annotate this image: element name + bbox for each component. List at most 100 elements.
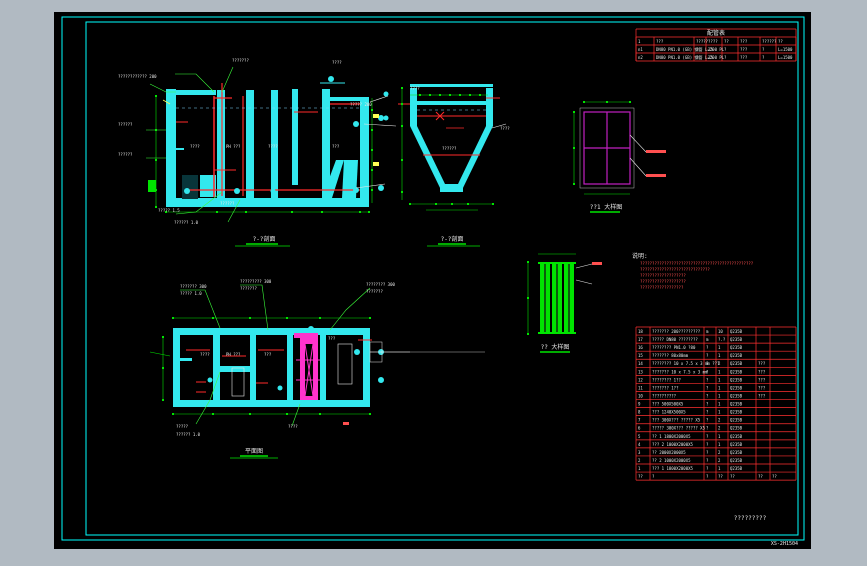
plan-label: PH ??? <box>226 352 241 357</box>
leader <box>175 191 223 215</box>
top-flange <box>176 90 216 95</box>
valve-4 <box>353 121 359 127</box>
leader <box>291 403 301 427</box>
bom-cell: ?? <box>730 474 735 479</box>
bom-cell: 1 <box>718 466 721 471</box>
bom-cell: ??? 1240X500X5 <box>652 410 686 415</box>
dim-tick <box>459 94 461 96</box>
detail-bar-shade <box>556 262 558 334</box>
top-table-cell: ??? <box>740 47 748 52</box>
plan-ledge-2 <box>180 358 192 361</box>
bom-cell: 14 <box>638 361 643 366</box>
detail-bar-shade <box>568 262 570 334</box>
dim-tick <box>245 211 247 213</box>
bom-cell: Q235B <box>730 434 743 439</box>
leader <box>491 123 507 129</box>
dim-tick <box>449 94 451 96</box>
top-table-cell: L=1500 <box>778 55 793 60</box>
bom-cell: 1 <box>718 385 721 390</box>
leader <box>175 73 215 93</box>
top-table-cell: n2 <box>638 55 643 60</box>
dim-tick <box>469 94 471 96</box>
dim-tick <box>162 399 164 401</box>
dim-tick <box>291 211 293 213</box>
baffle-2 <box>246 90 254 200</box>
plan-ledge <box>220 366 250 372</box>
section-a-title: ?-?剖面 <box>253 235 276 243</box>
bom-cell: Q235B <box>730 410 743 415</box>
dim-tick <box>527 333 529 335</box>
dim-tick <box>249 317 251 319</box>
plan-valve <box>308 326 314 332</box>
bom-cell: ??? <box>758 369 766 374</box>
section-a-label: ?????? <box>220 201 235 206</box>
top-table-cell: ? <box>724 55 727 60</box>
bom-cell: ??? <box>758 377 766 382</box>
baffle-1 <box>217 90 225 200</box>
section-a-label: ?????? <box>118 152 133 157</box>
dim-tick <box>155 159 157 161</box>
bom-cell: ?? <box>718 474 723 479</box>
bom-cell: ?? <box>638 474 643 479</box>
bom-cell: 2 <box>718 426 721 431</box>
sludge-pocket <box>182 175 198 199</box>
inner-border <box>85 21 799 536</box>
dim-tick <box>369 413 371 415</box>
funnel-slope-left <box>410 126 445 192</box>
plan-baffle-2 <box>250 335 256 400</box>
leader <box>180 289 221 329</box>
bom-cell: ??????? 10 x 7.5 x 3 mm <box>652 369 708 374</box>
note-line: ?????????????????? <box>640 285 684 290</box>
funnel-top-flange <box>417 101 486 105</box>
dim-tick <box>401 125 403 127</box>
detail-2-tag <box>592 262 602 265</box>
plan-label: ??????? 300 <box>180 284 207 289</box>
bom-cell: 1 <box>718 393 721 398</box>
bom-cell: ??? 2 1000X2000X5 <box>652 442 694 447</box>
dim-tick <box>401 87 403 89</box>
bom-cell: 16 <box>638 345 643 350</box>
bom-cell: Q235B <box>730 418 743 423</box>
dim-tick <box>527 297 529 299</box>
leader <box>162 99 171 105</box>
bom-cell: Q235B <box>730 466 743 471</box>
pipe-arrow <box>435 111 445 121</box>
bom-cell: ???????? PN1.0 ?80 <box>652 345 696 350</box>
detail-bar-shade <box>544 262 546 334</box>
bom-cell: 1 <box>718 410 721 415</box>
dim-tick <box>401 103 403 105</box>
bom-cell: ? <box>706 402 709 407</box>
dim-tick <box>162 336 164 338</box>
top-table-cell: DN80 PN1.0 (GB) 钢管 L=200 PL <box>656 54 725 60</box>
bom-cell: 4 <box>638 442 641 447</box>
top-table-cell: ??? <box>656 39 664 44</box>
bom-cell: 3 <box>638 450 641 455</box>
valve-7 <box>378 185 384 191</box>
bom-cell: Q235B <box>730 329 743 334</box>
bom-cell: Q235B <box>730 377 743 382</box>
bom-cell: ??????? 200????????? <box>652 329 701 334</box>
top-table-cell: ??? <box>740 39 748 44</box>
leader <box>629 134 647 153</box>
plan-label: ???? <box>288 424 298 429</box>
top-table-cell: ????? <box>696 39 709 44</box>
plan-valve <box>378 377 384 383</box>
dim-tick <box>573 183 575 185</box>
dim-tick <box>479 94 481 96</box>
dim-tick <box>629 101 631 103</box>
top-table-cell: ???? <box>708 39 718 44</box>
bom-cell: 11 <box>638 385 643 390</box>
bom-cell: ??????? 1?? <box>652 385 679 390</box>
plan-label: ???????? 300 <box>366 282 395 287</box>
section-a-label: ?????? <box>118 122 133 127</box>
section-a-label: ????? 200 <box>350 102 372 107</box>
bom-cell: ??? <box>758 385 766 390</box>
dim-tick <box>286 413 288 415</box>
leader <box>629 157 647 177</box>
plan-label: ???? <box>200 352 210 357</box>
plan-baffle-3 <box>287 335 293 400</box>
bom-cell: Q235B <box>730 369 743 374</box>
bom-cell: ??????? 80x80mm <box>652 353 689 358</box>
